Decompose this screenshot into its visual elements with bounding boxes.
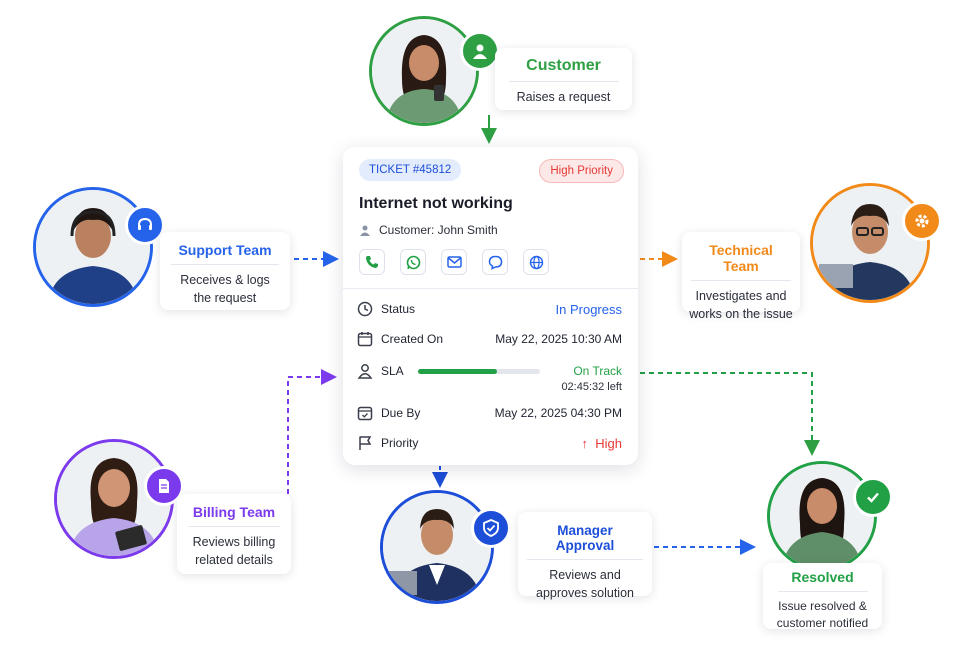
technical-card: Technical Team Investigates and works on… [682, 232, 800, 321]
sla-row: SLA On Track 02:45:32 left [357, 360, 624, 394]
ticket-divider [343, 288, 638, 289]
user-outline-icon [357, 364, 373, 379]
user-icon [473, 44, 487, 59]
arrow-up-icon: ↑ [581, 436, 589, 451]
phone-icon [366, 256, 378, 268]
support-card: Support Team Receives & logs the request [160, 232, 290, 310]
manager-title: Manager Approval [527, 523, 643, 560]
resolved-title: Resolved [777, 569, 868, 592]
created-row: Created On May 22, 2025 10:30 AM [357, 328, 624, 350]
customer-user-icon [360, 225, 370, 236]
technical-desc-line2: works on the issue [689, 307, 793, 321]
billing-desc-line2: related details [195, 553, 273, 567]
created-value: May 22, 2025 10:30 AM [495, 332, 622, 346]
manager-avatar [380, 490, 494, 604]
support-headset-badge [125, 205, 165, 245]
customer-title: Customer [508, 57, 619, 82]
priority-row: Priority ↑ High [357, 432, 624, 454]
support-avatar [33, 187, 153, 307]
arrow-billing-to-ticket [287, 369, 337, 494]
billing-title: Billing Team [188, 504, 280, 527]
customer-user-badge [460, 31, 500, 71]
status-row: Status In Progress [357, 298, 624, 320]
resolved-avatar [767, 461, 877, 571]
support-title: Support Team [171, 242, 279, 265]
calendar-icon [357, 332, 373, 347]
gear-icon [915, 214, 929, 228]
shield-check-icon [483, 519, 499, 537]
arrow-ticket-to-resolved [640, 372, 820, 456]
whatsapp-channel-button[interactable] [400, 249, 426, 275]
priority-badge: High Priority [539, 159, 624, 183]
due-row: Due By May 22, 2025 04:30 PM [357, 402, 624, 424]
document-icon [159, 479, 169, 493]
billing-avatar [54, 439, 174, 559]
customer-desc: Raises a request [516, 90, 611, 104]
billing-card: Billing Team Reviews billing related det… [177, 494, 291, 574]
manager-card: Manager Approval Reviews and approves so… [518, 512, 652, 600]
status-label: Status [381, 302, 416, 316]
billing-desc-line1: Reviews billing [192, 535, 276, 549]
headset-icon [138, 217, 152, 230]
customer-avatar [369, 16, 479, 126]
resolved-desc-line1: Issue resolved & [778, 599, 867, 613]
chat-channel-button[interactable] [482, 249, 508, 275]
resolved-desc-line2: customer notified [776, 616, 869, 630]
ticket-title: Internet not working [359, 195, 513, 212]
calendar-check-icon [357, 406, 373, 421]
email-icon [446, 256, 462, 268]
status-value: In Progress [555, 302, 622, 317]
resolved-card: Resolved Issue resolved & customer notif… [763, 563, 882, 630]
chat-icon [488, 255, 502, 270]
technical-desc-line1: Investigates and [695, 289, 787, 303]
clock-icon [357, 301, 373, 317]
web-channel-button[interactable] [523, 249, 549, 275]
check-icon [867, 492, 879, 503]
technical-avatar [810, 183, 930, 303]
sla-label: SLA [381, 364, 404, 378]
priority-value: ↑ High [582, 436, 622, 451]
manager-desc-line1: Reviews and [549, 568, 621, 582]
whatsapp-icon [406, 255, 420, 269]
sla-value: On Track [573, 364, 622, 378]
sla-progress-track [418, 369, 540, 374]
due-label: Due By [381, 406, 421, 420]
email-channel-button[interactable] [441, 249, 467, 275]
sla-time-left: 02:45:32 left [561, 381, 622, 393]
ticket-card[interactable]: TICKET #45812 High Priority Internet not… [343, 147, 638, 465]
support-desc-line2: the request [193, 291, 257, 305]
sla-progress-fill [418, 369, 498, 374]
support-desc-line1: Receives & logs [180, 273, 270, 287]
flag-icon [359, 436, 372, 450]
technical-gear-badge [902, 201, 942, 241]
priority-label: Priority [381, 436, 419, 450]
technical-title: Technical Team [691, 242, 791, 281]
priority-value-text: High [595, 436, 622, 451]
web-icon [529, 255, 543, 269]
ticket-id-badge: TICKET #45812 [359, 159, 462, 181]
customer-card: Customer Raises a request [495, 48, 632, 110]
manager-shield-badge [471, 508, 511, 548]
ticket-customer: Customer: John Smith [379, 223, 498, 237]
phone-channel-button[interactable] [359, 249, 385, 275]
resolved-check-badge [853, 477, 893, 517]
due-value: May 22, 2025 04:30 PM [494, 406, 622, 420]
created-label: Created On [381, 332, 444, 346]
manager-desc-line2: approves solution [536, 586, 634, 600]
